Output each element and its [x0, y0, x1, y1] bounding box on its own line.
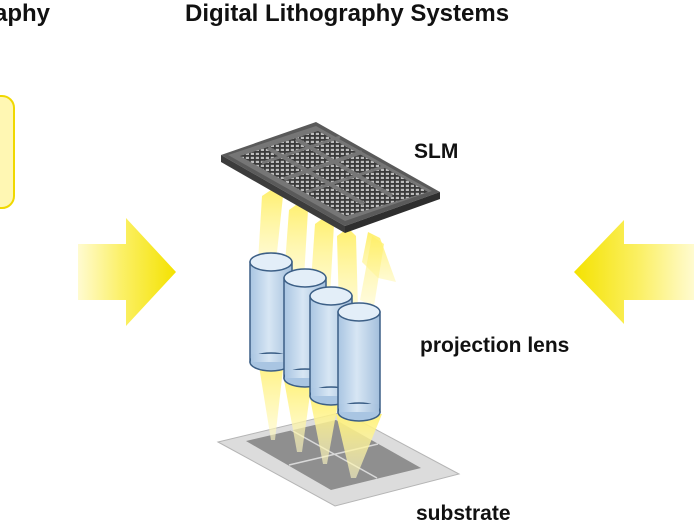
projection-lens-array	[249, 252, 381, 422]
projection-lens-label: projection lens	[420, 334, 570, 357]
slm-label: SLM	[414, 140, 459, 163]
projection-lens-4	[337, 302, 381, 422]
left-panel-box	[0, 95, 15, 209]
slm-device	[221, 122, 440, 233]
substrate-label: substrate	[416, 502, 511, 525]
arrow-right-icon	[78, 218, 176, 326]
page-title: Digital Lithography Systems	[185, 0, 510, 27]
left-panel-title: aphy	[0, 0, 51, 27]
substrate	[216, 411, 461, 507]
exposure-beams	[258, 360, 382, 478]
arrow-left-icon	[574, 220, 694, 324]
